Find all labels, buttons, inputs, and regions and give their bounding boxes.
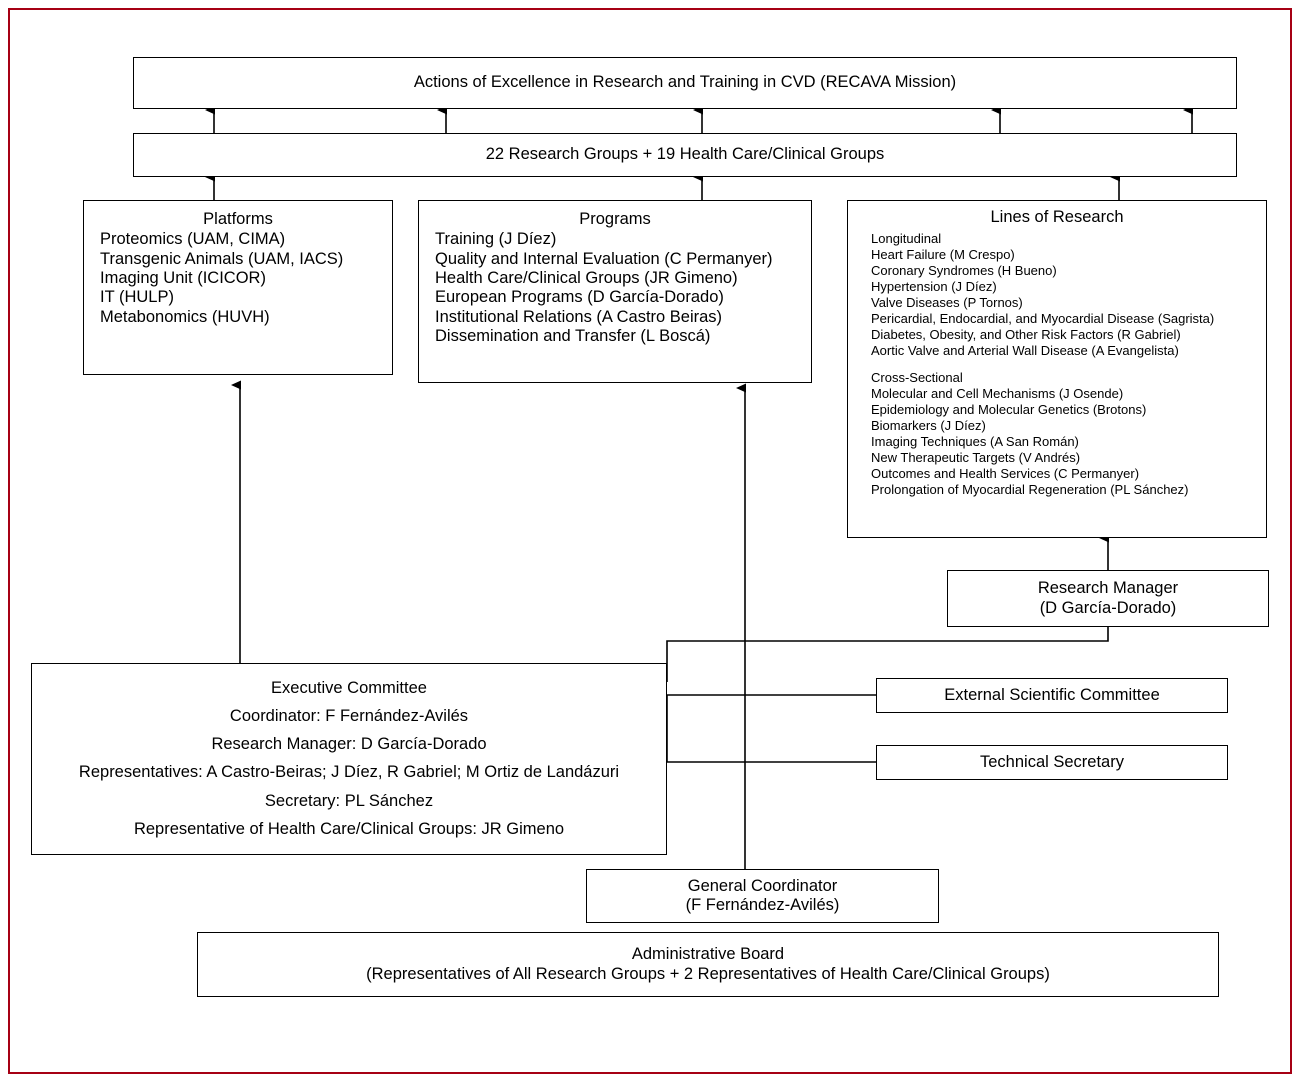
executive-committee-line: Coordinator: F Fernández-Avilés [229, 706, 469, 725]
platforms-item: Imaging Unit (ICICOR) [100, 269, 266, 288]
cross-sectional-item: Biomarkers (J Díez) [871, 417, 986, 433]
programs-title: Programs [579, 210, 651, 228]
lines-of-research-title: Lines of Research [990, 208, 1124, 226]
programs-item: Quality and Internal Evaluation (C Perma… [435, 249, 773, 268]
platforms-list: Proteomics (UAM, CIMA) Transgenic Animal… [84, 230, 392, 326]
research-manager-line1: Research Manager [1037, 579, 1179, 598]
programs-list: Training (J Díez) Quality and Internal E… [419, 230, 811, 346]
section-spacer [848, 359, 1266, 370]
executive-committee-title: Executive Committee [271, 678, 427, 697]
longitudinal-item: Diabetes, Obesity, and Other Risk Factor… [871, 326, 1181, 342]
programs-item: Dissemination and Transfer (L Boscá) [435, 326, 711, 345]
cross-sectional-item: Outcomes and Health Services (C Permanye… [871, 465, 1140, 481]
research-manager-line2: (D García-Dorado) [1039, 598, 1177, 617]
executive-committee-box: Executive Committee Coordinator: F Ferná… [31, 663, 667, 855]
external-scientific-committee-box: External Scientific Committee [876, 678, 1228, 713]
longitudinal-item: Heart Failure (M Crespo) [871, 246, 1015, 262]
platforms-item: Proteomics (UAM, CIMA) [100, 230, 286, 249]
platforms-item: Transgenic Animals (UAM, IACS) [100, 249, 344, 268]
administrative-board-line1: Administrative Board [631, 945, 785, 964]
research-manager-box: Research Manager (D García-Dorado) [947, 570, 1269, 627]
general-coordinator-box: General Coordinator (F Fernández-Avilés) [586, 869, 939, 923]
programs-box: Programs Training (J Díez) Quality and I… [418, 200, 812, 383]
research-groups-box: 22 Research Groups + 19 Health Care/Clin… [133, 133, 1237, 177]
cross-sectional-label: Cross-Sectional [871, 369, 963, 385]
cross-sectional-item: Imaging Techniques (A San Román) [871, 433, 1079, 449]
programs-item: Training (J Díez) [435, 230, 557, 249]
executive-committee-line: Representative of Health Care/Clinical G… [133, 819, 565, 838]
cross-sectional-item: Molecular and Cell Mechanisms (J Osende) [871, 385, 1124, 401]
general-coordinator-line1: General Coordinator [687, 876, 838, 895]
administrative-board-line2: (Representatives of All Research Groups … [366, 964, 1050, 983]
platforms-item: IT (HULP) [100, 288, 174, 307]
cross-sectional-item: Prolongation of Myocardial Regeneration … [871, 481, 1189, 497]
technical-secretary-text: Technical Secretary [980, 752, 1124, 771]
mission-title-box: Actions of Excellence in Research and Tr… [133, 57, 1237, 109]
external-scientific-committee-text: External Scientific Committee [944, 685, 1160, 704]
longitudinal-label: Longitudinal [871, 230, 942, 246]
executive-committee-line: Representatives: A Castro-Beiras; J Díez… [78, 763, 620, 782]
mission-title-text: Actions of Excellence in Research and Tr… [413, 73, 957, 92]
programs-item: Health Care/Clinical Groups (JR Gimeno) [435, 269, 738, 288]
longitudinal-group: Longitudinal Heart Failure (M Crespo) Co… [848, 231, 1266, 359]
longitudinal-item: Pericardial, Endocardial, and Myocardial… [871, 310, 1215, 326]
longitudinal-item: Valve Diseases (P Tornos) [871, 294, 1023, 310]
technical-secretary-box: Technical Secretary [876, 745, 1228, 780]
cross-sectional-item: Epidemiology and Molecular Genetics (Bro… [871, 401, 1147, 417]
cross-sectional-group: Cross-Sectional Molecular and Cell Mecha… [848, 370, 1266, 498]
longitudinal-item: Hypertension (J Díez) [871, 278, 997, 294]
longitudinal-item: Aortic Valve and Arterial Wall Disease (… [871, 342, 1179, 358]
lines-of-research-box: Lines of Research Longitudinal Heart Fai… [847, 200, 1267, 538]
programs-item: Institutional Relations (A Castro Beiras… [435, 307, 723, 326]
cross-sectional-item: New Therapeutic Targets (V Andrés) [871, 449, 1081, 465]
programs-item: European Programs (D García-Dorado) [435, 288, 724, 307]
research-groups-text: 22 Research Groups + 19 Health Care/Clin… [485, 145, 885, 164]
platforms-item: Metabonomics (HUVH) [100, 307, 270, 326]
longitudinal-item: Coronary Syndromes (H Bueno) [871, 262, 1057, 278]
platforms-box: Platforms Proteomics (UAM, CIMA) Transge… [83, 200, 393, 375]
administrative-board-box: Administrative Board (Representatives of… [197, 932, 1219, 997]
executive-committee-line: Research Manager: D García-Dorado [211, 735, 487, 754]
executive-committee-line: Secretary: PL Sánchez [264, 791, 434, 810]
platforms-title: Platforms [203, 210, 273, 228]
general-coordinator-line2: (F Fernández-Avilés) [685, 896, 840, 914]
